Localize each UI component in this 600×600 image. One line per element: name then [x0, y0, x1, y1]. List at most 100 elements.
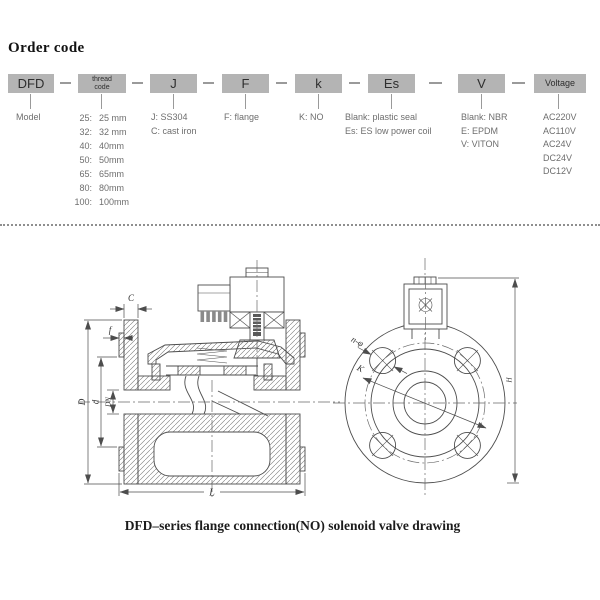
desc-coil: Blank: plastic seal Es: ES low power coi…: [345, 111, 432, 138]
dim-label-n-phi: n-φ: [350, 334, 366, 349]
seat-line: [211, 400, 241, 415]
desc-connection: F: flange: [224, 111, 259, 125]
code-box-label: Voltage: [544, 78, 576, 88]
dim-label-L: L: [208, 488, 215, 499]
thread-code: 40:: [79, 141, 92, 151]
thread-size: 32 mm: [99, 127, 127, 137]
thread-size: 65mm: [99, 169, 125, 179]
leader-line: [558, 94, 559, 109]
thread-size: 40mm: [99, 141, 125, 151]
seat-line: [217, 390, 269, 417]
cover-bolt: [263, 363, 273, 381]
thread-code: 100:: [74, 197, 92, 207]
code-box-model: DFD: [8, 74, 54, 93]
code-box-label: thread: [92, 76, 112, 83]
thread-size: 80mm: [99, 183, 125, 193]
dim-D: D: [77, 319, 122, 485]
thread-row: 100: 100mm: [66, 195, 129, 209]
thread-code: 25:: [79, 113, 92, 123]
code-box-operation: k: [295, 74, 342, 93]
code-box-label: F: [241, 76, 250, 91]
dim-K: K: [355, 362, 487, 429]
leader-line: [30, 94, 31, 109]
thread-code: 80:: [79, 183, 92, 193]
leader-line: [318, 94, 319, 109]
thread-size: 50mm: [99, 155, 125, 165]
partition-wall: [197, 375, 206, 415]
spring: [196, 347, 228, 364]
thread-code: 32:: [79, 127, 92, 137]
desc-line: E: EPDM: [461, 125, 499, 136]
connector-dash: [512, 82, 525, 84]
diaphragm-plate: [223, 365, 247, 376]
connector-pins: [200, 311, 228, 322]
desc-line: AC220V: [543, 112, 577, 122]
code-box-thread: thread code: [78, 74, 126, 93]
desc-model: Model: [16, 111, 41, 125]
dim-label-C: C: [128, 293, 135, 303]
connector-dash: [132, 82, 143, 84]
thread-row: 40: 40mm: [66, 139, 129, 153]
desc-line: F: flange: [224, 112, 260, 122]
desc-thread-codes: 25:25 mm 32:32 mm 40:40mm 50:50mm 65:65m…: [66, 111, 129, 209]
section-view-group: C f D d: [77, 260, 340, 499]
dim-label-K: K: [355, 362, 367, 375]
thread-row: 80: 80mm: [66, 181, 129, 195]
bolt-hole: [453, 347, 481, 375]
desc-line: Model: [16, 112, 41, 122]
dim-label-DN: DN: [105, 397, 113, 408]
desc-voltage: AC220V AC110V AC24V DC24V DC12V: [543, 111, 577, 179]
desc-material: J: SS304 C: cast iron: [151, 111, 197, 138]
dim-DN: DN: [105, 389, 119, 415]
thread-code: 50:: [79, 155, 92, 165]
bolt-hole: [369, 431, 397, 459]
connector-dash: [60, 82, 71, 84]
code-box-voltage: Voltage: [534, 74, 586, 93]
drawing-caption: DFD–series flange connection(NO) solenoi…: [124, 518, 461, 533]
thread-row: 32: 32 mm: [66, 125, 129, 139]
dim-label-f: f: [109, 325, 113, 335]
dim-H: H: [438, 277, 519, 484]
code-box-label: J: [170, 76, 177, 91]
code-box-connection: F: [222, 74, 269, 93]
code-box-label: DFD: [17, 76, 45, 91]
code-box-material: J: [150, 74, 197, 93]
leader-line: [245, 94, 246, 109]
dim-d: d: [91, 356, 117, 448]
dim-label-d: d: [91, 399, 101, 404]
thread-size: 25 mm: [99, 113, 127, 123]
desc-line: Blank: plastic seal: [345, 112, 418, 122]
thread-row: 50: 50mm: [66, 153, 129, 167]
screw-symbol: [418, 298, 433, 312]
cover-bolt: [151, 363, 161, 381]
desc-line: AC24V: [543, 139, 572, 149]
dim-C: C: [110, 293, 152, 318]
thread-size: 100mm: [99, 197, 130, 207]
code-box-seal: V: [458, 74, 505, 93]
desc-line: DC12V: [543, 166, 573, 176]
desc-seal: Blank: NBR E: EPDM V: VITON: [461, 111, 508, 152]
desc-line: DC24V: [543, 152, 573, 163]
desc-line: J: SS304: [151, 112, 188, 122]
din-connector: [197, 284, 231, 312]
connector-dash: [349, 82, 360, 84]
dim-label-H: H: [506, 377, 514, 384]
code-box-label: Es: [383, 76, 400, 91]
desc-line: Blank: NBR: [461, 112, 508, 122]
desc-line: K: NO: [299, 112, 324, 122]
partition-wall: [184, 375, 194, 415]
code-box-coil: Es: [368, 74, 415, 93]
magnet-yoke: [229, 311, 285, 329]
order-code-heading: Order code: [8, 40, 85, 56]
leader-line: [101, 94, 102, 109]
solenoid-top-view: [403, 276, 448, 340]
front-view-group: H n-φ K: [333, 258, 519, 497]
desc-line: Es: ES low power coil: [345, 125, 432, 136]
connector-dash: [429, 82, 442, 84]
bolt-hole: [453, 431, 481, 459]
leader-line: [391, 94, 392, 109]
connector-dash: [276, 82, 287, 84]
diaphragm-plate: [177, 365, 201, 376]
